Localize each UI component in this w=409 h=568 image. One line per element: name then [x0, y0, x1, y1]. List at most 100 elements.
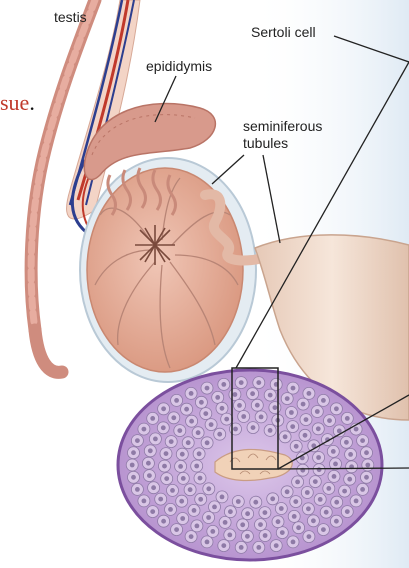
cell-nucleus	[135, 487, 140, 492]
cell-nucleus	[205, 540, 210, 545]
cell-nucleus	[270, 496, 275, 501]
cell-nucleus	[348, 452, 353, 457]
cell-nucleus	[239, 380, 244, 385]
cell-nucleus	[316, 426, 321, 431]
cell-nucleus	[178, 464, 183, 469]
cell-nucleus	[255, 403, 260, 408]
cell-nucleus	[150, 416, 155, 421]
label-testis: testis	[54, 9, 87, 26]
cell-nucleus	[221, 543, 226, 548]
cell-nucleus	[151, 485, 156, 490]
cell-nucleus	[334, 406, 339, 411]
cell-nucleus	[354, 427, 359, 432]
cell-nucleus	[285, 396, 290, 401]
cell-nucleus	[171, 415, 176, 420]
cell-nucleus	[227, 533, 232, 538]
cell-nucleus	[245, 511, 250, 516]
cell-nucleus	[135, 438, 140, 443]
cell-nucleus	[205, 386, 210, 391]
cell-nucleus	[347, 477, 352, 482]
cell-nucleus	[283, 434, 288, 439]
cell-nucleus	[321, 527, 326, 532]
cell-nucleus	[189, 391, 194, 396]
cell-nucleus	[263, 533, 268, 538]
cell-nucleus	[256, 380, 261, 385]
cell-nucleus	[177, 428, 182, 433]
cell-nucleus	[304, 417, 309, 422]
cell-nucleus	[263, 510, 268, 515]
cell-nucleus	[273, 405, 278, 410]
cell-nucleus	[161, 519, 166, 524]
cell-nucleus	[245, 534, 250, 539]
cell-nucleus	[303, 433, 308, 438]
text-fragment: sue.	[0, 90, 35, 116]
cell-nucleus	[195, 524, 200, 529]
cell-nucleus	[220, 495, 225, 500]
cell-nucleus	[321, 398, 326, 403]
cell-nucleus	[142, 427, 147, 432]
cell-nucleus	[161, 406, 166, 411]
cell-nucleus	[233, 427, 238, 432]
cell-nucleus	[169, 439, 174, 444]
cell-nucleus	[184, 407, 189, 412]
cell-nucleus	[192, 508, 197, 513]
cell-nucleus	[326, 486, 331, 491]
cell-nucleus	[212, 505, 217, 510]
cell-nucleus	[180, 516, 185, 521]
label-epididymis: epididymis	[146, 58, 212, 75]
cell-nucleus	[188, 487, 193, 492]
cell-nucleus	[294, 444, 299, 449]
cell-nucleus	[313, 479, 318, 484]
cell-nucleus	[210, 529, 215, 534]
rete-testis	[135, 225, 175, 265]
cell-nucleus	[324, 510, 329, 515]
cell-nucleus	[196, 430, 201, 435]
cell-nucleus	[337, 429, 342, 434]
cell-nucleus	[250, 391, 255, 396]
cell-nucleus	[215, 395, 220, 400]
cell-nucleus	[205, 440, 210, 445]
cell-nucleus	[158, 497, 163, 502]
cell-nucleus	[130, 463, 135, 468]
cell-nucleus	[279, 506, 284, 511]
cell-nucleus	[276, 519, 281, 524]
cell-nucleus	[147, 473, 152, 478]
cell-nucleus	[342, 489, 347, 494]
cell-nucleus	[364, 450, 369, 455]
cell-nucleus	[206, 515, 211, 520]
cell-nucleus	[217, 432, 222, 437]
cell-nucleus	[291, 540, 296, 545]
tubule-cross-section	[118, 370, 382, 560]
cell-nucleus	[285, 489, 290, 494]
cell-nucleus	[258, 522, 263, 527]
cell-nucleus	[301, 402, 306, 407]
cell-nucleus	[256, 545, 261, 550]
cell-nucleus	[237, 403, 242, 408]
cell-nucleus	[296, 525, 301, 530]
cell-nucleus	[142, 499, 147, 504]
cell-nucleus	[306, 506, 311, 511]
cell-nucleus	[334, 519, 339, 524]
cell-nucleus	[327, 418, 332, 423]
cell-nucleus	[268, 428, 273, 433]
cell-nucleus	[224, 417, 229, 422]
cell-nucleus	[332, 474, 337, 479]
cell-nucleus	[318, 497, 323, 502]
cell-nucleus	[360, 487, 365, 492]
cell-nucleus	[293, 499, 298, 504]
cell-nucleus	[240, 522, 245, 527]
cell-nucleus	[220, 406, 225, 411]
label-seminiferous: seminiferous	[243, 118, 322, 135]
cell-nucleus	[253, 500, 258, 505]
cell-nucleus	[181, 476, 186, 481]
cell-nucleus	[317, 467, 322, 472]
cell-nucleus	[174, 527, 179, 532]
cell-nucleus	[146, 461, 151, 466]
cell-nucleus	[274, 543, 279, 548]
cell-nucleus	[197, 451, 202, 456]
cell-nucleus	[131, 475, 136, 480]
cell-nucleus	[161, 425, 166, 430]
cell-nucleus	[164, 476, 169, 481]
fragment-period: .	[29, 90, 35, 115]
cell-nucleus	[311, 518, 316, 523]
